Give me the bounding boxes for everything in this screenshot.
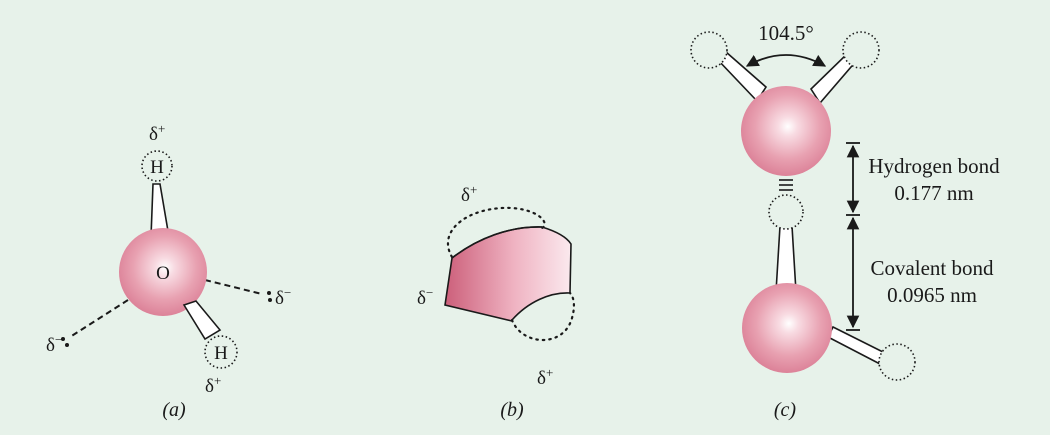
- dipole-body: [444, 226, 572, 323]
- delta-plus-upper: δ+: [461, 182, 477, 206]
- oxygen-atom: [119, 228, 207, 316]
- lone-pair-right: [204, 279, 263, 295]
- hydrogen-top-left: [690, 31, 728, 69]
- delta-plus-top: δ+: [149, 121, 165, 145]
- panel-a: O H H δ+ δ+ δ− δ−: [46, 121, 291, 397]
- hydrogen-atom-top: [141, 150, 173, 182]
- oxygen-atom-bottom: [742, 283, 832, 373]
- hydrogen-atom-bottom: [204, 335, 238, 369]
- dipole-top-rim: [451, 226, 543, 259]
- panel-c: 104.5° Hydrogen bond 0.177 nm Covalent b…: [690, 21, 1000, 381]
- hbond-label: Hydrogen bond: [868, 154, 1000, 178]
- dotted-lobe-bottom: [510, 291, 576, 341]
- hydrogen-top-right: [842, 31, 880, 69]
- lone-pair-left: [69, 299, 129, 338]
- delta-plus-bottom: δ+: [205, 373, 221, 397]
- hydrogen-bridging: [768, 194, 804, 230]
- hbond-value: 0.177 nm: [894, 181, 973, 205]
- hydrogen-label-top: H: [150, 157, 164, 178]
- oxygen-label: O: [156, 263, 170, 284]
- covalent-value: 0.0965 nm: [887, 283, 977, 307]
- bond-angle-label: 104.5°: [758, 21, 814, 45]
- hydrogen-label-bottom: H: [214, 343, 228, 364]
- caption-c: (c): [774, 399, 797, 421]
- covalent-label: Covalent bond: [870, 256, 994, 280]
- delta-minus-left: δ−: [46, 332, 62, 356]
- oxygen-atom-top: [741, 86, 831, 176]
- delta-minus-left-b: δ−: [417, 285, 433, 309]
- caption-a: (a): [162, 399, 186, 421]
- delta-minus-right: δ−: [275, 285, 291, 309]
- delta-plus-lower: δ+: [537, 365, 553, 389]
- dotted-lobe-top: [446, 206, 546, 259]
- bond-vertical: [775, 225, 797, 293]
- panel-b: δ+ δ− δ+: [417, 182, 576, 389]
- oh-bond-bottom: [182, 300, 222, 341]
- hydrogen-bottom-right: [878, 343, 916, 381]
- bond-bottom-right: [826, 325, 887, 366]
- angle-arc: [745, 54, 827, 67]
- caption-b: (b): [500, 399, 524, 421]
